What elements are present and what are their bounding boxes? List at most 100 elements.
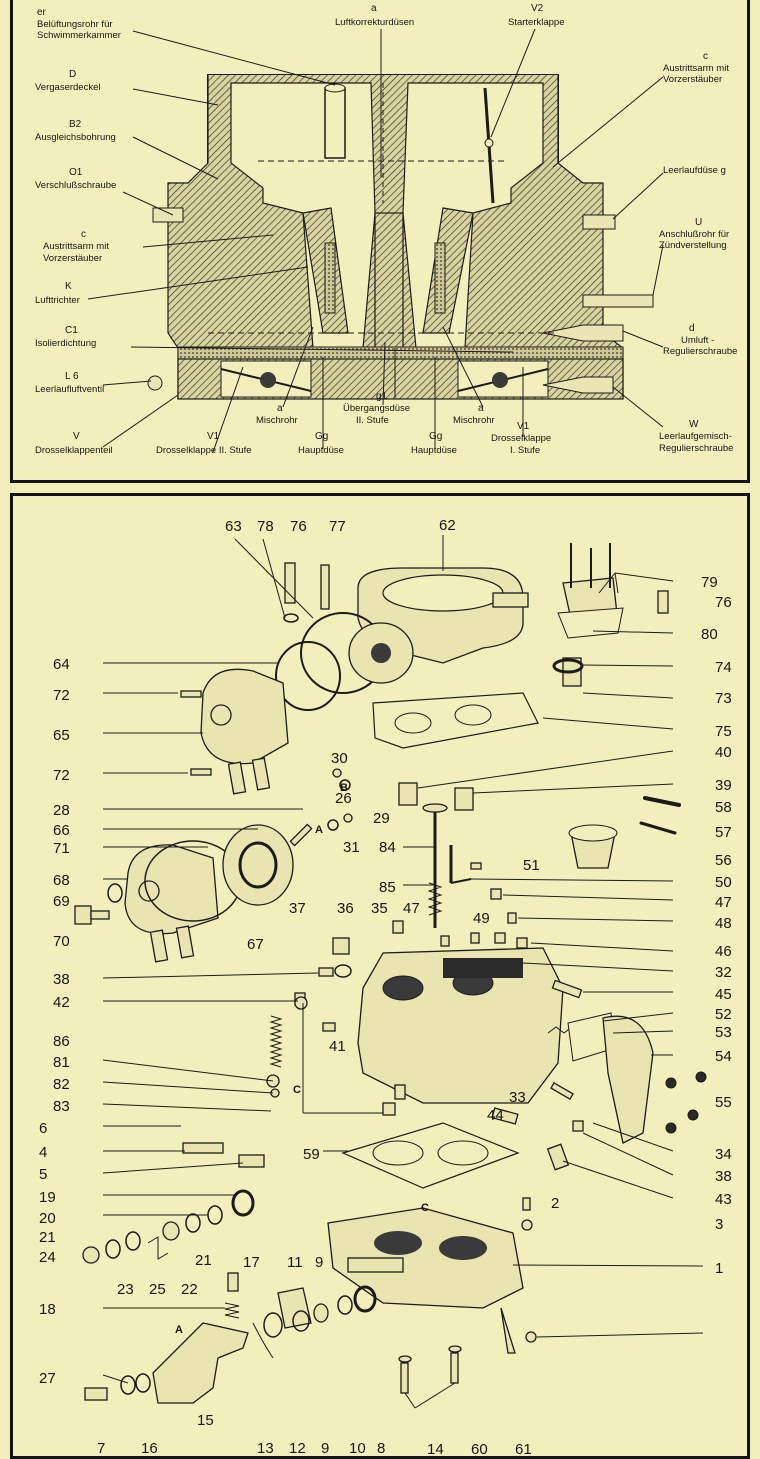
part-number-18: 18 bbox=[39, 1301, 56, 1318]
svg-text:V2: V2 bbox=[531, 3, 544, 14]
part-number-78: 78 bbox=[257, 518, 274, 535]
part-number-82: 82 bbox=[53, 1076, 70, 1093]
part-number-71: 71 bbox=[53, 840, 70, 857]
part-number-69: 69 bbox=[53, 893, 70, 910]
part-number-6: 6 bbox=[39, 1120, 47, 1137]
part-number-37: 37 bbox=[289, 900, 306, 917]
part-number-23: 23 bbox=[117, 1281, 134, 1298]
part-number-24: 24 bbox=[39, 1249, 56, 1266]
part-number-74: 74 bbox=[715, 659, 732, 676]
part-number-79: 79 bbox=[701, 574, 718, 591]
label-vent-pipe: er Belüftungsrohr für Schwimmerkammer bbox=[37, 7, 121, 41]
svg-text:O1: O1 bbox=[69, 167, 83, 178]
label-insulating-gasket: C1 Isolierdichtung bbox=[35, 325, 96, 349]
part-number-80: 80 bbox=[701, 626, 718, 643]
part-number-40: 40 bbox=[715, 744, 732, 761]
part-number-17: 17 bbox=[243, 1254, 260, 1271]
part-number-11: 11 bbox=[287, 1254, 303, 1271]
label-venturi: K Lufttrichter bbox=[35, 281, 80, 306]
part-number-46: 46 bbox=[715, 943, 732, 960]
svg-text:a: a bbox=[277, 403, 283, 414]
part-number-26: 26 bbox=[335, 790, 352, 807]
part-number-64: 64 bbox=[53, 656, 70, 673]
part-number-55: 55 bbox=[715, 1094, 732, 1111]
svg-text:a: a bbox=[478, 403, 484, 414]
part-number-62: 62 bbox=[439, 517, 456, 534]
part-number-77: 77 bbox=[329, 518, 346, 535]
exploded-leader-lines bbox=[102, 535, 704, 1409]
label-throttle-stage-1: V1 Drosselklappe I. Stufe bbox=[491, 421, 551, 456]
label-throttle-stage-2: V1 Drosselklappe II. Stufe bbox=[156, 431, 252, 456]
part-number-38: 38 bbox=[53, 971, 70, 988]
label-idle-mixture-screw: W Leerlaufgemisch- Regulierschraube bbox=[659, 419, 733, 454]
svg-text:Belüftungsrohr für: Belüftungsrohr für bbox=[37, 19, 113, 30]
svg-text:Vorzerstäuber: Vorzerstäuber bbox=[663, 74, 722, 85]
part-number-83: 83 bbox=[53, 1098, 70, 1115]
label-idle-air-valve: L 6 Leerlaufluftventil bbox=[35, 371, 104, 395]
part-number-85: 85 bbox=[379, 879, 396, 896]
svg-text:Vorzerstäuber: Vorzerstäuber bbox=[43, 253, 102, 264]
svg-text:Leerlaufdüse g: Leerlaufdüse g bbox=[663, 165, 726, 176]
part-number-84: 84 bbox=[379, 839, 396, 856]
svg-text:Verschlußschraube: Verschlußschraube bbox=[35, 180, 116, 191]
part-number-72: 72 bbox=[53, 767, 70, 784]
svg-text:Regulierschraube: Regulierschraube bbox=[659, 443, 733, 454]
label-outlet-arm-left: c Austrittsarm mit Vorzerstäuber bbox=[43, 229, 109, 264]
svg-text:c: c bbox=[81, 229, 86, 240]
part-number-76: 76 bbox=[290, 518, 307, 535]
exploded-view-drawing: 6378767762797680647472736575723040B28293… bbox=[39, 517, 732, 1458]
part-number-73: 73 bbox=[715, 690, 732, 707]
svg-text:W: W bbox=[689, 419, 699, 430]
svg-text:D: D bbox=[69, 69, 76, 80]
part-number-86: 86 bbox=[53, 1033, 70, 1050]
part-number-68: 68 bbox=[53, 872, 70, 889]
part-number-44: 44 bbox=[487, 1107, 504, 1124]
part-number-53: 53 bbox=[715, 1024, 732, 1041]
part-number-8: 8 bbox=[377, 1440, 385, 1457]
part-number-63: 63 bbox=[225, 518, 242, 535]
svg-text:I. Stufe: I. Stufe bbox=[510, 445, 540, 456]
section-leader-lines bbox=[87, 28, 664, 453]
part-number-57: 57 bbox=[715, 824, 732, 841]
part-number-48: 48 bbox=[715, 915, 732, 932]
part-number-3: 3 bbox=[715, 1216, 723, 1233]
part-number-50: 50 bbox=[715, 874, 732, 891]
part-number-21: 21 bbox=[195, 1252, 212, 1269]
part-number-2: 2 bbox=[551, 1195, 559, 1212]
part-number-66: 66 bbox=[53, 822, 70, 839]
part-number-45: 45 bbox=[715, 986, 732, 1003]
part-number-38: 38 bbox=[715, 1168, 732, 1185]
exploded-parts bbox=[74, 543, 707, 1404]
svg-text:Starterklappe: Starterklappe bbox=[508, 17, 565, 28]
svg-text:U: U bbox=[695, 217, 702, 228]
svg-text:g1: g1 bbox=[376, 391, 388, 402]
part-number-59: 59 bbox=[303, 1146, 320, 1163]
svg-text:Leerlaufgemisch-: Leerlaufgemisch- bbox=[659, 431, 732, 442]
svg-text:Gg: Gg bbox=[429, 431, 442, 442]
svg-text:Hauptdüse: Hauptdüse bbox=[298, 445, 344, 456]
part-number-75: 75 bbox=[715, 723, 732, 740]
label-emulsion-tube-left: a Mischrohr bbox=[256, 403, 298, 426]
part-number-7: 7 bbox=[97, 1440, 105, 1457]
label-bypass-screw: d Umluft - Regulierschraube bbox=[663, 323, 737, 357]
part-number-12: 12 bbox=[289, 1440, 306, 1457]
svg-text:Mischrohr: Mischrohr bbox=[453, 415, 495, 426]
part-number-29: 29 bbox=[373, 810, 390, 827]
svg-text:Drosselklappe: Drosselklappe bbox=[491, 433, 551, 444]
part-number-39: 39 bbox=[715, 777, 732, 794]
label-emulsion-tube-right: a Mischrohr bbox=[453, 403, 495, 426]
part-number-30: 30 bbox=[331, 750, 348, 767]
part-number-14: 14 bbox=[427, 1441, 444, 1458]
part-number-81: 81 bbox=[53, 1054, 70, 1071]
part-number-36: 36 bbox=[337, 900, 354, 917]
svg-text:Schwimmerkammer: Schwimmerkammer bbox=[37, 30, 121, 41]
section-labels: er Belüftungsrohr für Schwimmerkammer a … bbox=[35, 3, 737, 456]
label-balance-bore: B2 Ausgleichsbohrung bbox=[35, 119, 116, 143]
svg-text:Hauptdüse: Hauptdüse bbox=[411, 445, 457, 456]
part-number-51: 51 bbox=[523, 857, 540, 874]
label-plug-screw: O1 Verschlußschraube bbox=[35, 167, 116, 191]
part-number-C: C bbox=[421, 1202, 429, 1214]
part-number-33: 33 bbox=[509, 1089, 526, 1106]
part-number-20: 20 bbox=[39, 1210, 56, 1227]
